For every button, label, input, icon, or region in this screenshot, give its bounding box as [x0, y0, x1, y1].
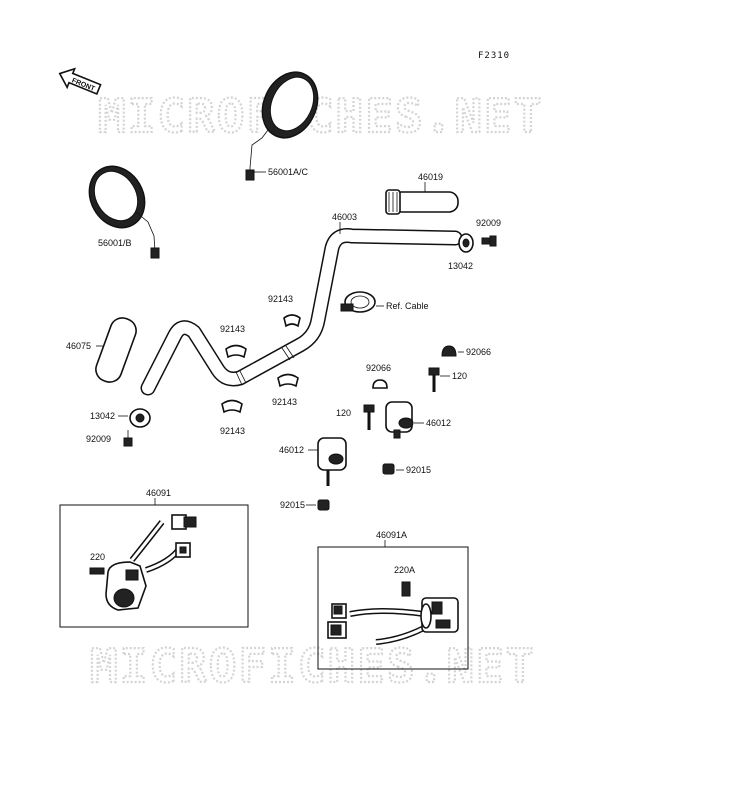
label-120-a: 120 [452, 371, 467, 381]
label-92015-left: 92015 [280, 500, 305, 510]
label-92143-a: 92143 [268, 294, 293, 304]
holder-left-icon [317, 437, 347, 486]
mirror-right-icon [245, 71, 319, 181]
front-arrow-icon: FRONT [58, 67, 102, 95]
label-220: 220 [90, 552, 105, 562]
bolt-a-icon [428, 367, 440, 392]
handlebar-icon [140, 228, 463, 396]
label-92066-a: 92066 [366, 363, 391, 373]
holder-right-icon [385, 401, 414, 439]
watermark-top: MICROFICHES.NET [98, 89, 543, 143]
screw-right-icon [481, 235, 497, 247]
label-56001ac: 56001A/C [268, 167, 309, 177]
screw-left-icon [123, 430, 133, 447]
label-46012-right: 46012 [426, 418, 451, 428]
label-220a: 220A [394, 565, 415, 575]
label-13042-right: 13042 [448, 261, 473, 271]
switch-right-box [317, 546, 469, 670]
switch-left-icon [89, 514, 197, 611]
damper-d-icon [221, 399, 243, 414]
figure-ref: F2310 [478, 51, 510, 61]
label-46091: 46091 [146, 488, 171, 498]
label-92143-b: 92143 [220, 324, 245, 334]
label-92066-b: 92066 [466, 347, 491, 357]
throttle-grip-icon [385, 189, 459, 215]
damper-b-icon [225, 344, 247, 359]
label-120-b: 120 [336, 408, 351, 418]
label-13042-left: 13042 [90, 411, 115, 421]
damper-c-icon [277, 373, 299, 388]
bar-end-weight-right-icon [458, 233, 474, 253]
left-grip-icon [95, 317, 144, 383]
label-92009-left: 92009 [86, 434, 111, 444]
label-92143-d: 92143 [220, 426, 245, 436]
bar-end-weight-left-icon [129, 408, 151, 428]
nut-right-icon [382, 463, 395, 475]
label-92009-right: 92009 [476, 218, 501, 228]
bolt-b-icon [363, 404, 375, 430]
label-92143-c: 92143 [272, 397, 297, 407]
watermark-bottom: MICROFICHES.NET [90, 639, 535, 693]
mirror-left-icon [88, 165, 160, 259]
switch-left-box [59, 504, 249, 628]
cap-a-icon [372, 379, 388, 389]
label-46003: 46003 [332, 212, 357, 222]
label-46019: 46019 [418, 172, 443, 182]
label-46012-left: 46012 [279, 445, 304, 455]
cap-b-icon [441, 345, 457, 357]
damper-a-icon [283, 314, 301, 328]
switch-right-icon [327, 581, 459, 645]
label-56001b: 56001/B [98, 238, 132, 248]
label-92015-right: 92015 [406, 465, 431, 475]
label-46091a: 46091A [376, 530, 407, 540]
cable-clamp-icon [340, 291, 376, 313]
label-ref-cable: Ref. Cable [386, 301, 429, 311]
label-46075: 46075 [66, 341, 91, 351]
nut-left-icon [317, 499, 330, 511]
